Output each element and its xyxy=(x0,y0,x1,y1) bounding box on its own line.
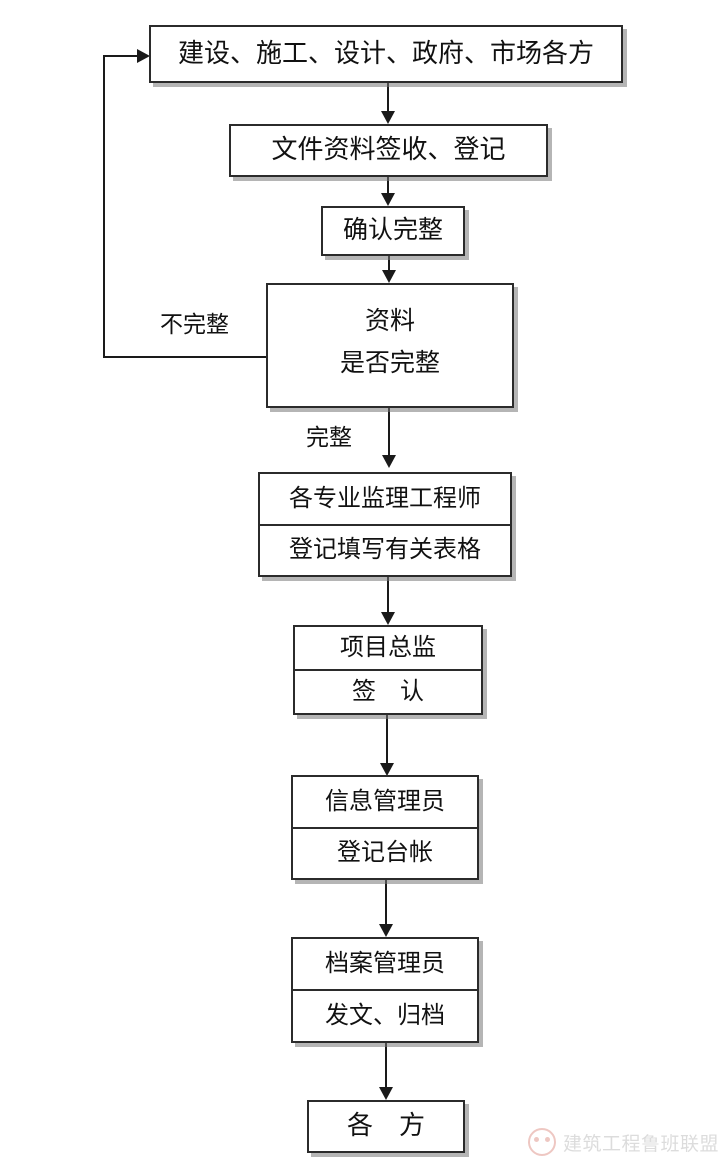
edge-label-complete: 完整 xyxy=(306,425,352,450)
arrowhead-info-to-archive-manager xyxy=(379,924,393,937)
arrowhead-parties-to-receive xyxy=(381,111,395,124)
node-confirm-complete-label: 确认完整 xyxy=(342,217,443,245)
arrowhead-decision-to-engineers xyxy=(382,455,396,468)
node-information-manager-action: 登记台帐 xyxy=(293,826,477,879)
node-archive-manager-action: 发文、归档 xyxy=(293,989,477,1041)
node-supervision-engineers-action: 登记填写有关表格 xyxy=(260,523,510,576)
watermark: 建筑工程鲁班联盟 xyxy=(528,1128,719,1156)
arrowhead-archive-to-parties-bottom xyxy=(379,1087,393,1100)
connector-chief-to-info-manager xyxy=(386,715,388,763)
connector-incomplete-horizontal xyxy=(103,356,267,358)
connector-incomplete-top-horizontal xyxy=(103,55,139,57)
luban-alliance-logo-icon xyxy=(528,1128,556,1156)
arrowhead-confirm-to-decision xyxy=(382,270,396,283)
connector-parties-to-receive xyxy=(387,83,389,111)
node-archive-manager[interactable]: 档案管理员 发文、归档 xyxy=(291,937,479,1043)
node-parties-top[interactable]: 建设、施工、设计、政府、市场各方 xyxy=(149,25,623,83)
node-chief-supervisor[interactable]: 项目总监 签 认 xyxy=(293,625,483,715)
arrowhead-chief-to-info-manager xyxy=(380,763,394,776)
node-chief-supervisor-role: 项目总监 xyxy=(340,634,436,661)
node-decision-line2: 是否完整 xyxy=(339,349,440,377)
connector-archive-to-parties-bottom xyxy=(385,1043,387,1087)
arrowhead-incomplete-to-parties xyxy=(137,49,150,63)
node-receive-register[interactable]: 文件资料签收、登记 xyxy=(229,124,548,177)
node-decision-line1: 资料 xyxy=(364,308,415,335)
arrowhead-engineers-to-chief xyxy=(381,612,395,625)
node-decision-data-complete[interactable]: 资料 是否完整 xyxy=(266,283,514,408)
node-parties-top-label: 建设、施工、设计、政府、市场各方 xyxy=(177,38,594,68)
node-chief-supervisor-action: 签 认 xyxy=(295,669,481,713)
node-archive-manager-role: 档案管理员 xyxy=(325,950,445,977)
node-supervision-engineers-role: 各专业监理工程师 xyxy=(289,485,481,512)
connector-incomplete-vertical xyxy=(103,55,105,357)
node-supervision-engineers[interactable]: 各专业监理工程师 登记填写有关表格 xyxy=(258,472,512,577)
connector-receive-to-confirm xyxy=(387,177,389,193)
connector-confirm-to-decision xyxy=(388,256,390,270)
watermark-label: 建筑工程鲁班联盟 xyxy=(563,1132,720,1155)
connector-engineers-to-chief xyxy=(387,577,389,612)
node-information-manager-role: 信息管理员 xyxy=(325,788,445,815)
arrowhead-receive-to-confirm xyxy=(381,193,395,206)
node-information-manager[interactable]: 信息管理员 登记台帐 xyxy=(291,775,479,880)
node-parties-bottom[interactable]: 各 方 xyxy=(307,1100,465,1153)
node-parties-bottom-label: 各 方 xyxy=(346,1111,425,1141)
node-receive-register-label: 文件资料签收、登记 xyxy=(271,135,506,165)
connector-decision-to-engineers xyxy=(388,408,390,455)
node-confirm-complete[interactable]: 确认完整 xyxy=(321,206,465,256)
connector-info-to-archive-manager xyxy=(385,880,387,924)
edge-label-incomplete: 不完整 xyxy=(160,312,229,337)
